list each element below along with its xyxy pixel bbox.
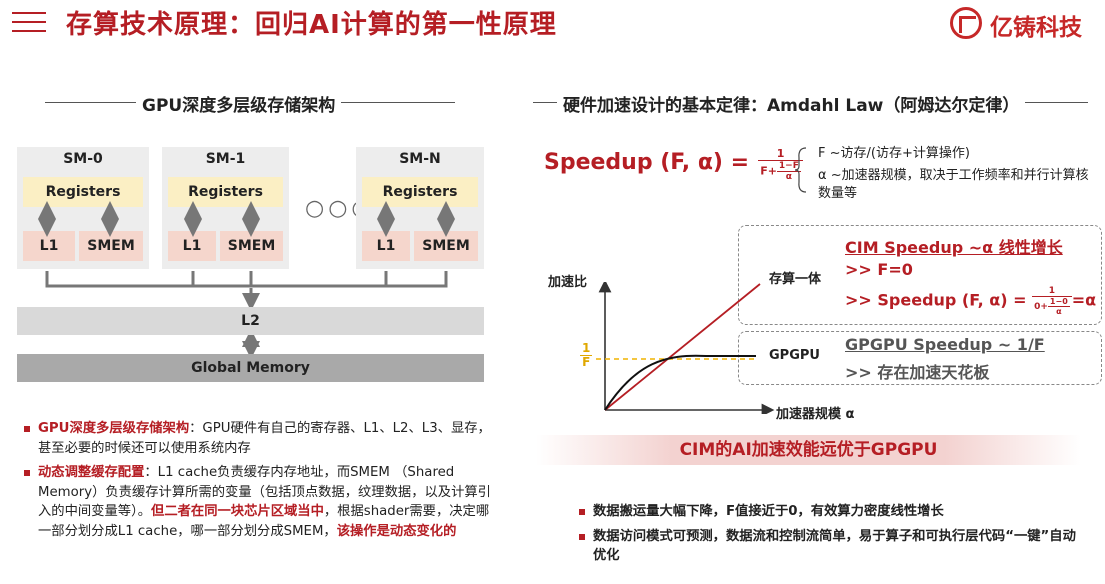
gpgpu-line-1: >> 存在加速天花板 <box>845 363 990 382</box>
chart-gpu-label: GPGPU <box>769 348 820 363</box>
cim-linear-line <box>604 283 761 411</box>
cim-speedup-box: CIM Speedup ~α 线性增长 >> F=0 >> Speedup (F… <box>738 225 1102 325</box>
gpgpu-speedup-box: GPGPU Speedup ~ 1/F >> 存在加速天花板 <box>738 331 1102 385</box>
l2-cache-bar: L2 <box>17 307 484 335</box>
menu-icon[interactable] <box>12 12 46 34</box>
speedup-chart <box>596 282 775 414</box>
left-bullet-list: GPU深度多层级存储架构：GPU硬件有自己的寄存器、L1、L2、L3、显存，甚至… <box>22 419 492 546</box>
sm-title: SM-N <box>399 151 441 167</box>
formula-brace <box>794 147 807 193</box>
sm-title: SM-1 <box>205 151 246 167</box>
sm-block-1: SM-1 Registers L1 SMEM <box>162 147 289 269</box>
sm-block-n: SM-N Registers L1 SMEM <box>356 147 484 269</box>
bullet-item: 数据搬运量大幅下降，F值接近于0，有效算力密度线性增长 <box>577 502 1087 521</box>
sm-block-0: SM-0 Registers L1 SMEM <box>17 147 149 269</box>
company-logo: 亿铸科技 <box>950 4 1100 44</box>
conclusion-banner: CIM的AI加速效能远优于GPGPU <box>536 435 1081 465</box>
memory-hierarchy-connectors <box>38 201 455 359</box>
gpgpu-curve <box>604 354 756 411</box>
formula-lhs: Speedup (F, α) = <box>544 150 750 175</box>
chart-y-label: 加速比 <box>548 275 588 290</box>
cim-title: CIM Speedup ~α 线性增长 <box>845 238 1063 257</box>
chart-x-label: 加速器规模 α <box>776 407 855 422</box>
gpgpu-title: GPGPU Speedup ~ 1/F <box>845 335 1045 354</box>
bullet-item: 数据访问模式可预测，数据流和控制流简单，易于算子和可执行层代码“一键”自动优化 <box>577 527 1087 565</box>
cim-line-1: >> F=0 <box>845 260 913 279</box>
global-memory-bar: Global Memory <box>17 354 484 382</box>
formula-descriptions: F ~访存/(访存+计算操作) α ~加速器规模，取决于工作频率和并行计算核数量… <box>818 145 1093 203</box>
desc-f: F ~访存/(访存+计算操作) <box>818 146 970 161</box>
logo-text: 亿铸科技 <box>990 15 1082 41</box>
right-section-title: 硬件加速设计的基本定律：Amdahl Law（阿姆达尔定律） <box>557 91 1026 116</box>
one-over-f-label: 1 F <box>580 341 593 369</box>
bullet-item: GPU深度多层级存储架构：GPU硬件有自己的寄存器、L1、L2、L3、显存，甚至… <box>22 419 492 458</box>
sm-title: SM-0 <box>63 151 103 167</box>
chart-cim-label: 存算一体 <box>769 272 822 287</box>
page-title: 存算技术原理：回归AI计算的第一性原理 <box>66 10 557 40</box>
right-bullet-list: 数据搬运量大幅下降，F值接近于0，有效算力密度线性增长 数据访问模式可预测，数据… <box>577 502 1087 571</box>
logo-mark-icon <box>950 7 982 39</box>
desc-alpha: α ~加速器规模，取决于工作频率和并行计算核数量等 <box>818 168 1089 201</box>
bullet-item: 动态调整缓存配置：L1 cache负责缓存内存地址，而SMEM （Shared … <box>22 463 492 541</box>
left-section-title: GPU深度多层级存储架构 <box>136 91 342 116</box>
